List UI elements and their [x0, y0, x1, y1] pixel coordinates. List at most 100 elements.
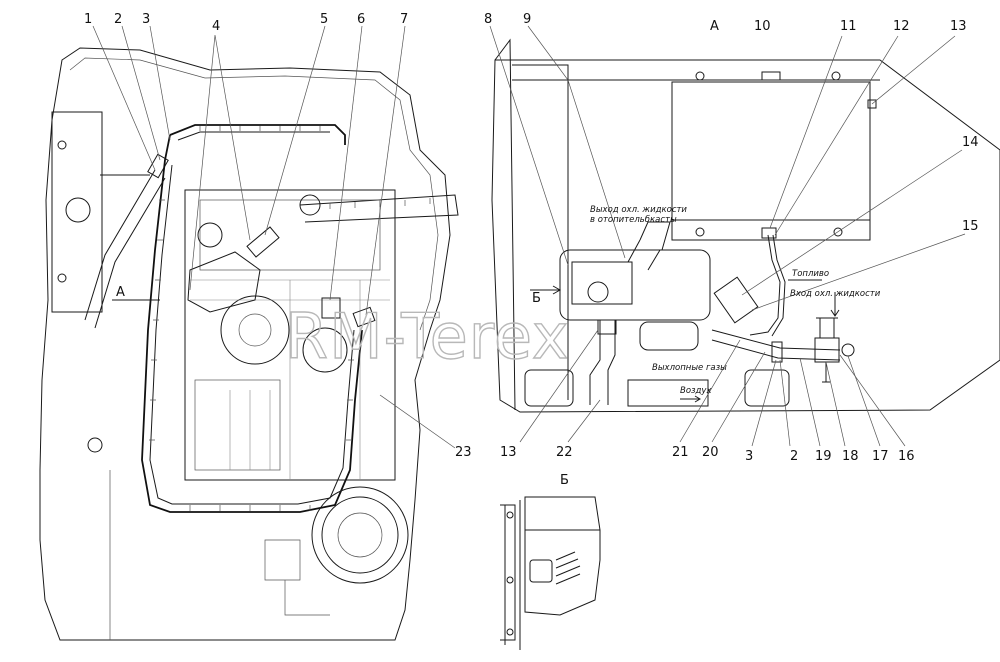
heater-air-tube	[639, 221, 671, 251]
coolant-in-arrow	[830, 292, 840, 317]
callout-13: 13	[950, 19, 967, 34]
callout-18: 18	[842, 449, 859, 464]
engine-pulley-large-inner	[238, 313, 272, 347]
callout-21: 21	[672, 445, 689, 460]
callout-9: 9	[523, 12, 531, 27]
drain-tap	[822, 362, 830, 383]
wheel-arch-mid	[321, 496, 399, 574]
exhaust-port	[597, 319, 617, 335]
callout-4: 4	[212, 19, 220, 34]
tank-10-bottom	[671, 220, 871, 241]
engine-lower-block	[194, 379, 281, 471]
tank-10	[671, 81, 871, 221]
wheel-arch-outer	[311, 486, 409, 584]
callout-14: 14	[962, 135, 979, 150]
coolant-pipe-loop-inner	[149, 131, 355, 505]
label-exhaust: Выхлопные газы	[652, 363, 727, 373]
heater-front-cap	[571, 261, 633, 305]
engine-head	[199, 199, 381, 271]
label-coolant-out-2: в отопительбкасты	[590, 215, 677, 225]
left-view	[39, 47, 459, 641]
air-box	[627, 379, 709, 407]
view-b-bracket	[500, 500, 521, 650]
tank-bolt-br	[833, 227, 843, 237]
right-callouts: 8 9 A 10 11 12 13 14 15 13 22 21 20 3 2 …	[484, 12, 979, 464]
callout-6: 6	[357, 12, 365, 27]
view-b-arrow	[530, 285, 562, 295]
fuel-pump-14	[713, 276, 759, 324]
callout-2b: 2	[790, 449, 798, 464]
coolant-inlet-pipe	[711, 329, 841, 361]
fitting-6	[321, 297, 341, 319]
label-fuel: Топливо	[792, 269, 829, 279]
frame-outline	[491, 59, 1000, 413]
watermark-text: RM-Terex	[285, 300, 570, 373]
filter-housing-4	[187, 251, 261, 313]
floor-cutout-1	[524, 369, 574, 407]
bolt-lower-left	[87, 437, 103, 453]
view-b-window	[529, 559, 553, 583]
left-callouts: 1 2 3 4 5 6 7 23 A	[84, 12, 472, 460]
right-leaders	[489, 25, 966, 447]
view-label-b-arrow: Б	[532, 291, 541, 306]
flow-annotations: Выход охл. жидкости в отопительбкасты То…	[590, 205, 881, 396]
tube-5	[246, 226, 280, 258]
callout-16: 16	[898, 449, 915, 464]
view-b: Б	[500, 473, 601, 650]
tank-bolt-tl	[695, 71, 705, 81]
callout-23: 23	[455, 445, 472, 460]
callout-15: 15	[962, 219, 979, 234]
left-leaders	[92, 25, 456, 449]
coolant-outlet-pipe	[627, 239, 661, 271]
muffler	[639, 321, 699, 351]
callout-17: 17	[872, 449, 889, 464]
callout-20: 20	[702, 445, 719, 460]
callout-12: 12	[893, 19, 910, 34]
callout-13b: 13	[500, 445, 517, 460]
callout-22: 22	[556, 445, 573, 460]
cab-outline	[39, 47, 451, 641]
label-air: Воздух	[680, 386, 712, 396]
callout-3: 3	[142, 12, 150, 27]
frame-left-wall	[494, 38, 569, 411]
engine-fan-hub	[299, 194, 321, 216]
fuel-line-2	[771, 234, 786, 337]
callout-2: 2	[114, 12, 122, 27]
bolt-13	[867, 99, 877, 109]
tank-bolt-tr	[831, 71, 841, 81]
fitting-7	[352, 306, 376, 328]
view-b-bolts	[506, 511, 514, 636]
engine-pulley-small	[197, 222, 223, 248]
heater-burner-cone	[587, 281, 609, 303]
engine-detail-lines	[190, 279, 390, 480]
callout-19: 19	[815, 449, 832, 464]
coolant-pipe-loop	[141, 124, 363, 513]
view-label-b-title: Б	[560, 473, 569, 488]
heater-body	[559, 249, 711, 321]
panel-bolt-bottom	[57, 273, 67, 283]
cab-inner-edge	[69, 57, 439, 331]
view-b-vents	[555, 551, 581, 585]
callout-3b: 3	[745, 449, 753, 464]
tap-17	[841, 343, 855, 357]
pipe-cross-marks	[149, 126, 354, 511]
floor-cutout-2	[744, 369, 790, 407]
callout-7: 7	[400, 12, 408, 27]
lower-frame	[109, 470, 330, 640]
callout-11: 11	[840, 19, 857, 34]
exhaust-duct	[589, 320, 616, 405]
hose-1	[84, 169, 166, 329]
tank-cap	[761, 71, 781, 81]
view-label-a-left: A	[116, 285, 125, 300]
view-b-housing	[524, 496, 601, 616]
panel-gauge	[65, 197, 91, 223]
engine-block	[184, 189, 396, 481]
engine-pulley-large	[220, 295, 290, 365]
label-coolant-out-1: Выход охл. жидкости	[590, 205, 687, 215]
callout-8: 8	[484, 12, 492, 27]
callout-5: 5	[320, 12, 328, 27]
side-panel	[51, 111, 103, 313]
clamp-3	[771, 341, 783, 363]
callout-1: 1	[84, 12, 92, 27]
